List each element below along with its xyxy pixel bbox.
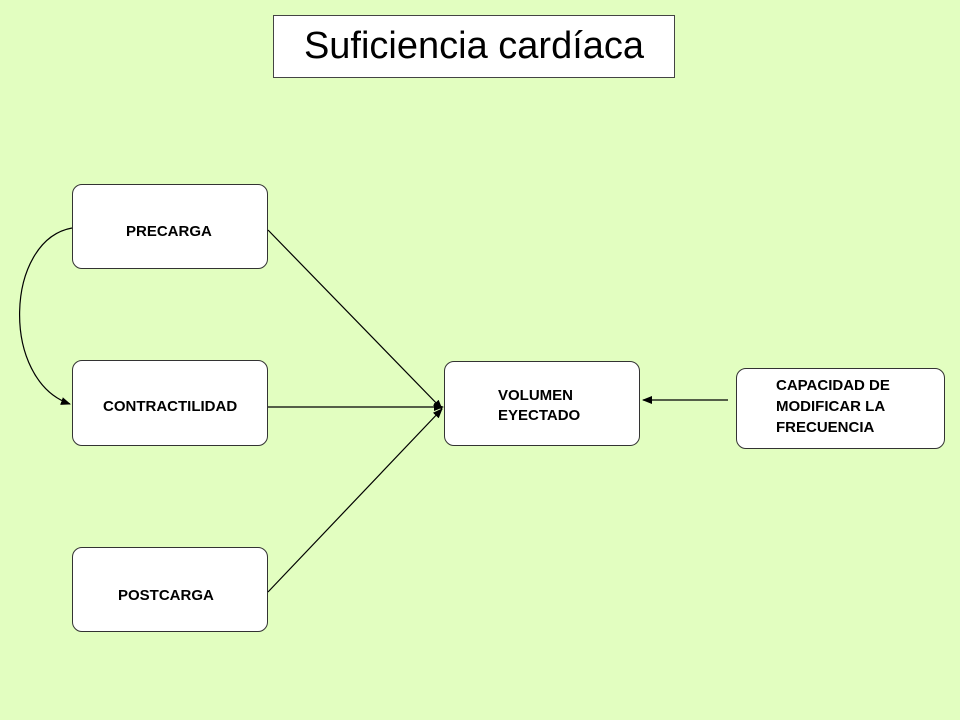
label-volumen-line-2: EYECTADO [498,407,581,424]
label-postcarga: POSTCARGA [118,587,214,604]
edge-postcarga-to-volumen [267,408,443,593]
label-contractilidad: CONTRACTILIDAD [103,398,238,415]
page-title: Suficiencia cardíaca [273,15,675,78]
label-volumen-line-1: VOLUMEN [498,387,573,404]
label-capacidad-line-2: MODIFICAR LA [776,398,886,415]
node-contractilidad [72,360,268,446]
node-capacidad-frecuencia [736,368,945,449]
label-capacidad-line-3: FRECUENCIA [776,419,875,436]
edge-precarga-to-volumen [267,229,443,410]
label-precarga: PRECARGA [126,223,212,240]
node-volumen-eyectado [444,361,640,446]
label-capacidad-line-1: CAPACIDAD DE [776,377,890,394]
edge-precarga-to-contractilidad [19,227,73,405]
label-capacidad-frecuencia: CAPACIDAD DE MODIFICAR LA FRECUENCIA [776,375,890,438]
node-precarga [72,184,268,269]
node-postcarga [72,547,268,632]
label-volumen-eyectado: VOLUMEN EYECTADO [498,386,580,426]
